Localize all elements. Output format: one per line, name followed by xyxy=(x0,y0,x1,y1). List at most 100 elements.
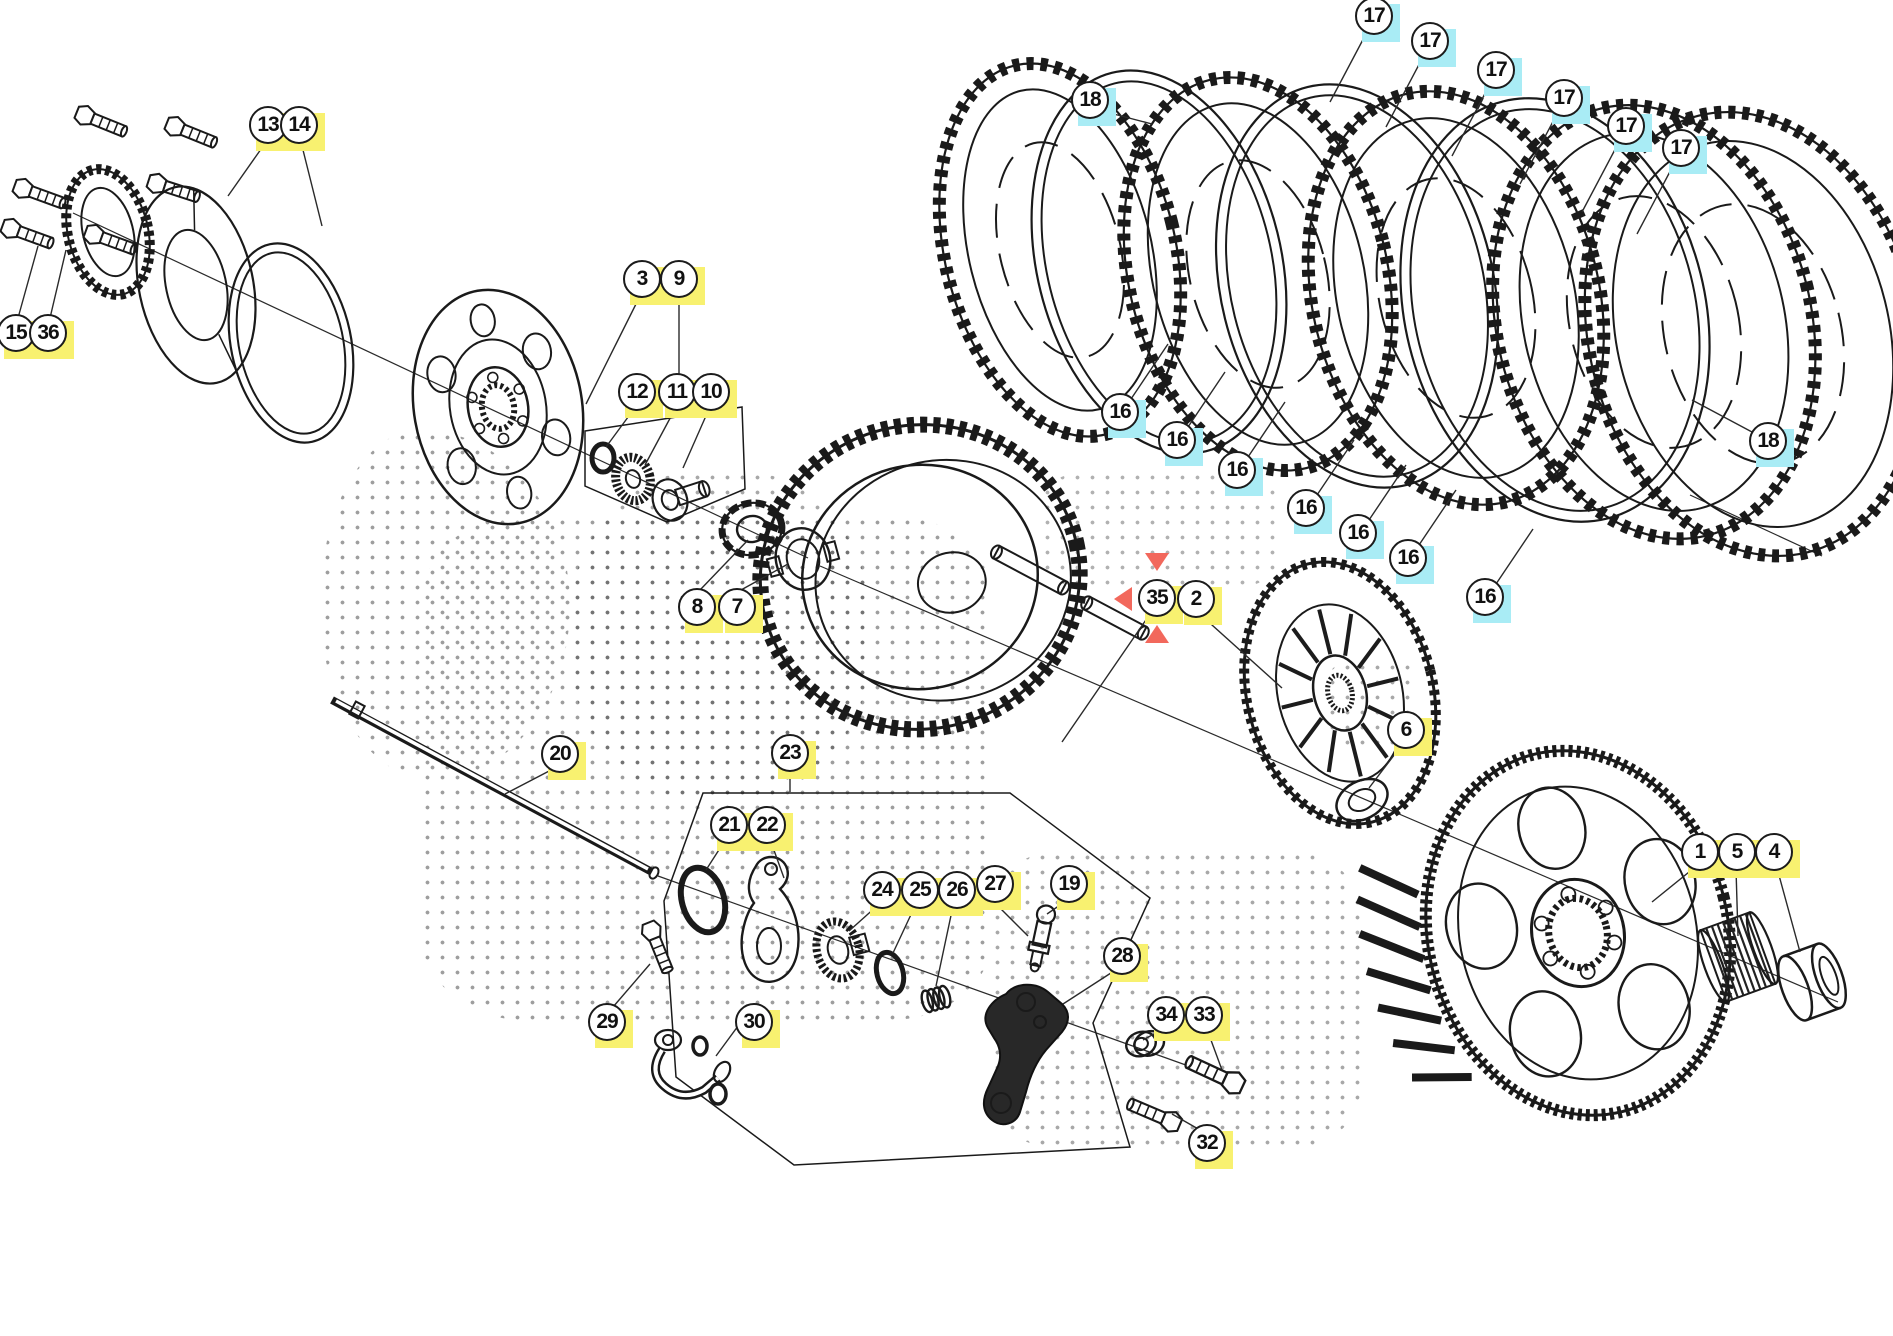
part-callout-5[interactable]: 5 xyxy=(1718,833,1763,878)
callout-number: 4 xyxy=(1755,833,1793,871)
release-lever xyxy=(982,983,1069,1126)
callout-number: 28 xyxy=(1103,937,1141,975)
part-callout-21[interactable]: 21 xyxy=(710,806,755,851)
part-callout-3[interactable]: 3 xyxy=(623,260,668,305)
leader-lines xyxy=(17,31,1801,1131)
part-callout-16[interactable]: 16 xyxy=(1466,578,1511,623)
callout-number: 30 xyxy=(735,1003,773,1041)
part-callout-16[interactable]: 16 xyxy=(1389,539,1434,584)
callout-number: 17 xyxy=(1607,107,1645,145)
callout-number: 26 xyxy=(938,871,976,909)
part-callout-26[interactable]: 26 xyxy=(938,871,983,916)
callout-number: 5 xyxy=(1718,833,1756,871)
part-callout-10[interactable]: 10 xyxy=(692,373,737,418)
needle-bearing xyxy=(1696,911,1780,1003)
part-callout-16[interactable]: 16 xyxy=(1287,489,1332,534)
pushrod xyxy=(989,544,1071,596)
part-callout-16[interactable]: 16 xyxy=(1158,421,1203,466)
part-callout-12[interactable]: 12 xyxy=(618,373,663,418)
part-callout-36[interactable]: 36 xyxy=(29,314,74,359)
callout-number: 32 xyxy=(1188,1124,1226,1162)
callout-number: 17 xyxy=(1545,79,1583,117)
o-ring xyxy=(873,949,907,997)
bolt xyxy=(1122,1092,1185,1136)
part-callout-25[interactable]: 25 xyxy=(901,871,946,916)
callout-number: 2 xyxy=(1177,580,1215,618)
part-callout-23[interactable]: 23 xyxy=(771,734,816,779)
worm-gear xyxy=(812,917,871,983)
shaft-stub xyxy=(651,478,711,522)
toothed-ring xyxy=(61,164,155,300)
part-callout-1[interactable]: 1 xyxy=(1681,833,1726,878)
pressure-plate xyxy=(1239,557,1441,829)
part-callout-14[interactable]: 14 xyxy=(280,106,325,151)
part-callout-16[interactable]: 16 xyxy=(1339,514,1384,559)
part-callout-17[interactable]: 17 xyxy=(1545,79,1590,124)
part-callout-28[interactable]: 28 xyxy=(1103,937,1148,982)
part-callout-16[interactable]: 16 xyxy=(1101,393,1146,438)
spring xyxy=(920,984,952,1014)
callout-number: 33 xyxy=(1185,996,1223,1034)
callout-number: 25 xyxy=(901,871,939,909)
part-callout-20[interactable]: 20 xyxy=(541,735,586,780)
part-callout-7[interactable]: 7 xyxy=(718,588,763,633)
callout-number: 1 xyxy=(1681,833,1719,871)
part-callout-32[interactable]: 32 xyxy=(1188,1124,1233,1169)
callout-number: 21 xyxy=(710,806,748,844)
callout-number: 16 xyxy=(1158,421,1196,459)
callout-number: 35 xyxy=(1138,579,1176,617)
callout-number: 16 xyxy=(1218,451,1256,489)
part-callout-30[interactable]: 30 xyxy=(735,1003,780,1048)
part-callout-6[interactable]: 6 xyxy=(1387,711,1432,756)
callout-number: 19 xyxy=(1050,865,1088,903)
thrust-washer xyxy=(1335,777,1389,823)
callout-number: 7 xyxy=(718,588,756,626)
bleeder-valve xyxy=(1027,904,1057,973)
callout-number: 17 xyxy=(1411,22,1449,60)
part-callout-17[interactable]: 17 xyxy=(1662,129,1707,174)
part-callout-17[interactable]: 17 xyxy=(1607,107,1652,152)
callout-number: 9 xyxy=(660,260,698,298)
part-callout-8[interactable]: 8 xyxy=(678,588,723,633)
clutch-drum xyxy=(752,416,1088,738)
callout-number: 6 xyxy=(1387,711,1425,749)
part-callout-35[interactable]: 35 xyxy=(1114,553,1200,643)
part-callout-22[interactable]: 22 xyxy=(748,806,793,851)
part-callout-27[interactable]: 27 xyxy=(976,865,1021,910)
callout-number: 16 xyxy=(1339,514,1377,552)
part-callout-4[interactable]: 4 xyxy=(1755,833,1800,878)
axis-lines xyxy=(72,212,1839,1084)
clutch-rod xyxy=(330,696,660,880)
callout-number: 22 xyxy=(748,806,786,844)
callout-number: 36 xyxy=(29,314,67,352)
part-callout-9[interactable]: 9 xyxy=(660,260,705,305)
part-callout-2[interactable]: 2 xyxy=(1177,580,1222,625)
gasket-plate xyxy=(740,855,800,983)
callout-number: 23 xyxy=(771,734,809,772)
callout-number: 16 xyxy=(1389,539,1427,577)
part-callout-24[interactable]: 24 xyxy=(863,871,908,916)
part-callout-17[interactable]: 17 xyxy=(1355,0,1400,42)
o-ring xyxy=(677,864,729,936)
selection-arrow-right-icon xyxy=(1114,587,1132,611)
callout-number: 17 xyxy=(1477,51,1515,89)
part-callout-29[interactable]: 29 xyxy=(588,1003,633,1048)
part-callout-17[interactable]: 17 xyxy=(1477,51,1522,96)
callout-number: 20 xyxy=(541,735,579,773)
part-callout-19[interactable]: 19 xyxy=(1050,865,1095,910)
part-callout-34[interactable]: 34 xyxy=(1147,996,1192,1041)
callout-number: 12 xyxy=(618,373,656,411)
part-callout-18[interactable]: 18 xyxy=(1071,81,1116,126)
part-callout-16[interactable]: 16 xyxy=(1218,451,1263,496)
callout-number: 17 xyxy=(1355,0,1393,35)
callout-number: 18 xyxy=(1071,81,1109,119)
part-callout-17[interactable]: 17 xyxy=(1411,22,1456,67)
clutch-basket-gear xyxy=(1355,744,1737,1122)
clutch-plate-stack xyxy=(932,57,1893,563)
callout-number: 16 xyxy=(1466,578,1504,616)
bolt xyxy=(1180,1049,1249,1099)
part-callout-11[interactable]: 11 xyxy=(658,373,703,418)
part-callout-18[interactable]: 18 xyxy=(1749,422,1794,467)
part-callout-33[interactable]: 33 xyxy=(1185,996,1230,1041)
